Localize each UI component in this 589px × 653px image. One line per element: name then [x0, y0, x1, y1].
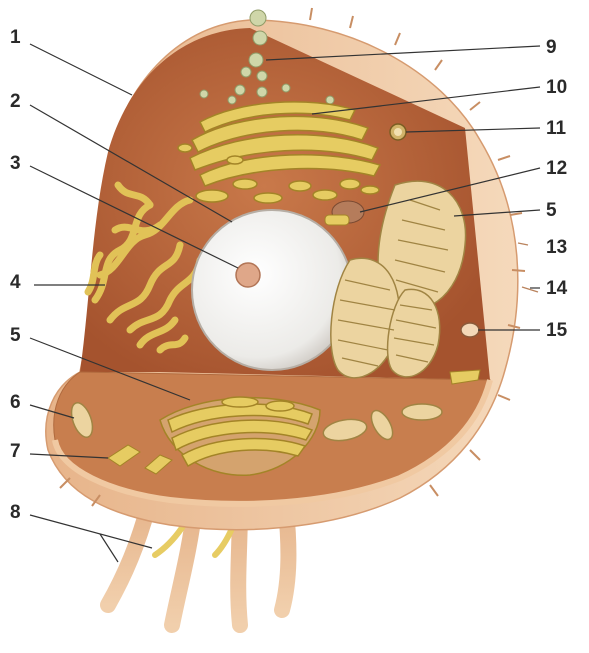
label-6: 6 [10, 393, 21, 412]
label-14: 14 [546, 279, 567, 298]
label-12: 12 [546, 159, 567, 178]
label-5-right: 5 [546, 201, 557, 220]
pinocytotic-vesicle [461, 323, 479, 337]
label-4: 4 [10, 273, 21, 292]
label-5-left: 5 [10, 326, 21, 345]
label-9: 9 [546, 38, 557, 57]
cytoplasm-marks [518, 243, 538, 292]
label-8: 8 [10, 503, 21, 522]
centriole [390, 124, 406, 140]
label-3: 3 [10, 154, 21, 173]
label-13: 13 [546, 238, 567, 257]
label-2: 2 [10, 92, 21, 111]
label-7: 7 [10, 442, 21, 461]
label-11: 11 [546, 119, 566, 138]
nucleolus [236, 263, 260, 287]
nucleus [192, 210, 352, 370]
label-10: 10 [546, 78, 567, 97]
label-15: 15 [546, 321, 567, 340]
label-1: 1 [10, 28, 21, 47]
